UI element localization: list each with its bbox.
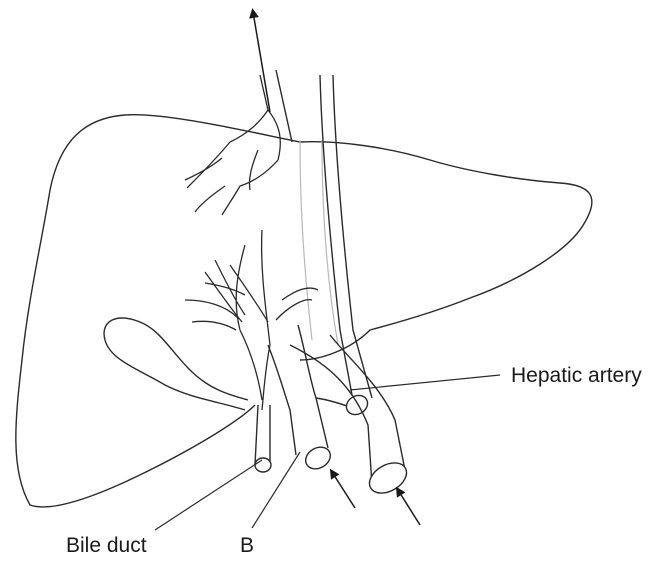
- hepatic-artery-opening: [364, 457, 412, 500]
- vena-cava-faint-left: [300, 140, 312, 340]
- hepatic-artery-label: Hepatic artery: [511, 364, 642, 388]
- portal-inflow-arrow: [332, 472, 355, 508]
- upper-vessel-line-3: [333, 75, 372, 398]
- portal-vein-opening: [302, 443, 335, 473]
- gallbladder: [104, 318, 248, 410]
- hepatic-vein-outflow-arrow: [253, 12, 270, 112]
- portal-vein-branch-opening: [343, 392, 371, 419]
- liver-outline: [16, 115, 592, 507]
- bile-duct-opening: [255, 458, 271, 472]
- bile-duct-label: Bile duct: [66, 534, 147, 558]
- hepatic-vein-branch: [185, 75, 280, 215]
- bile-duct-leader: [155, 460, 262, 530]
- portal-vein-tube: [268, 325, 358, 455]
- artery-inflow-arrow: [398, 490, 420, 525]
- b-label: B: [240, 534, 254, 558]
